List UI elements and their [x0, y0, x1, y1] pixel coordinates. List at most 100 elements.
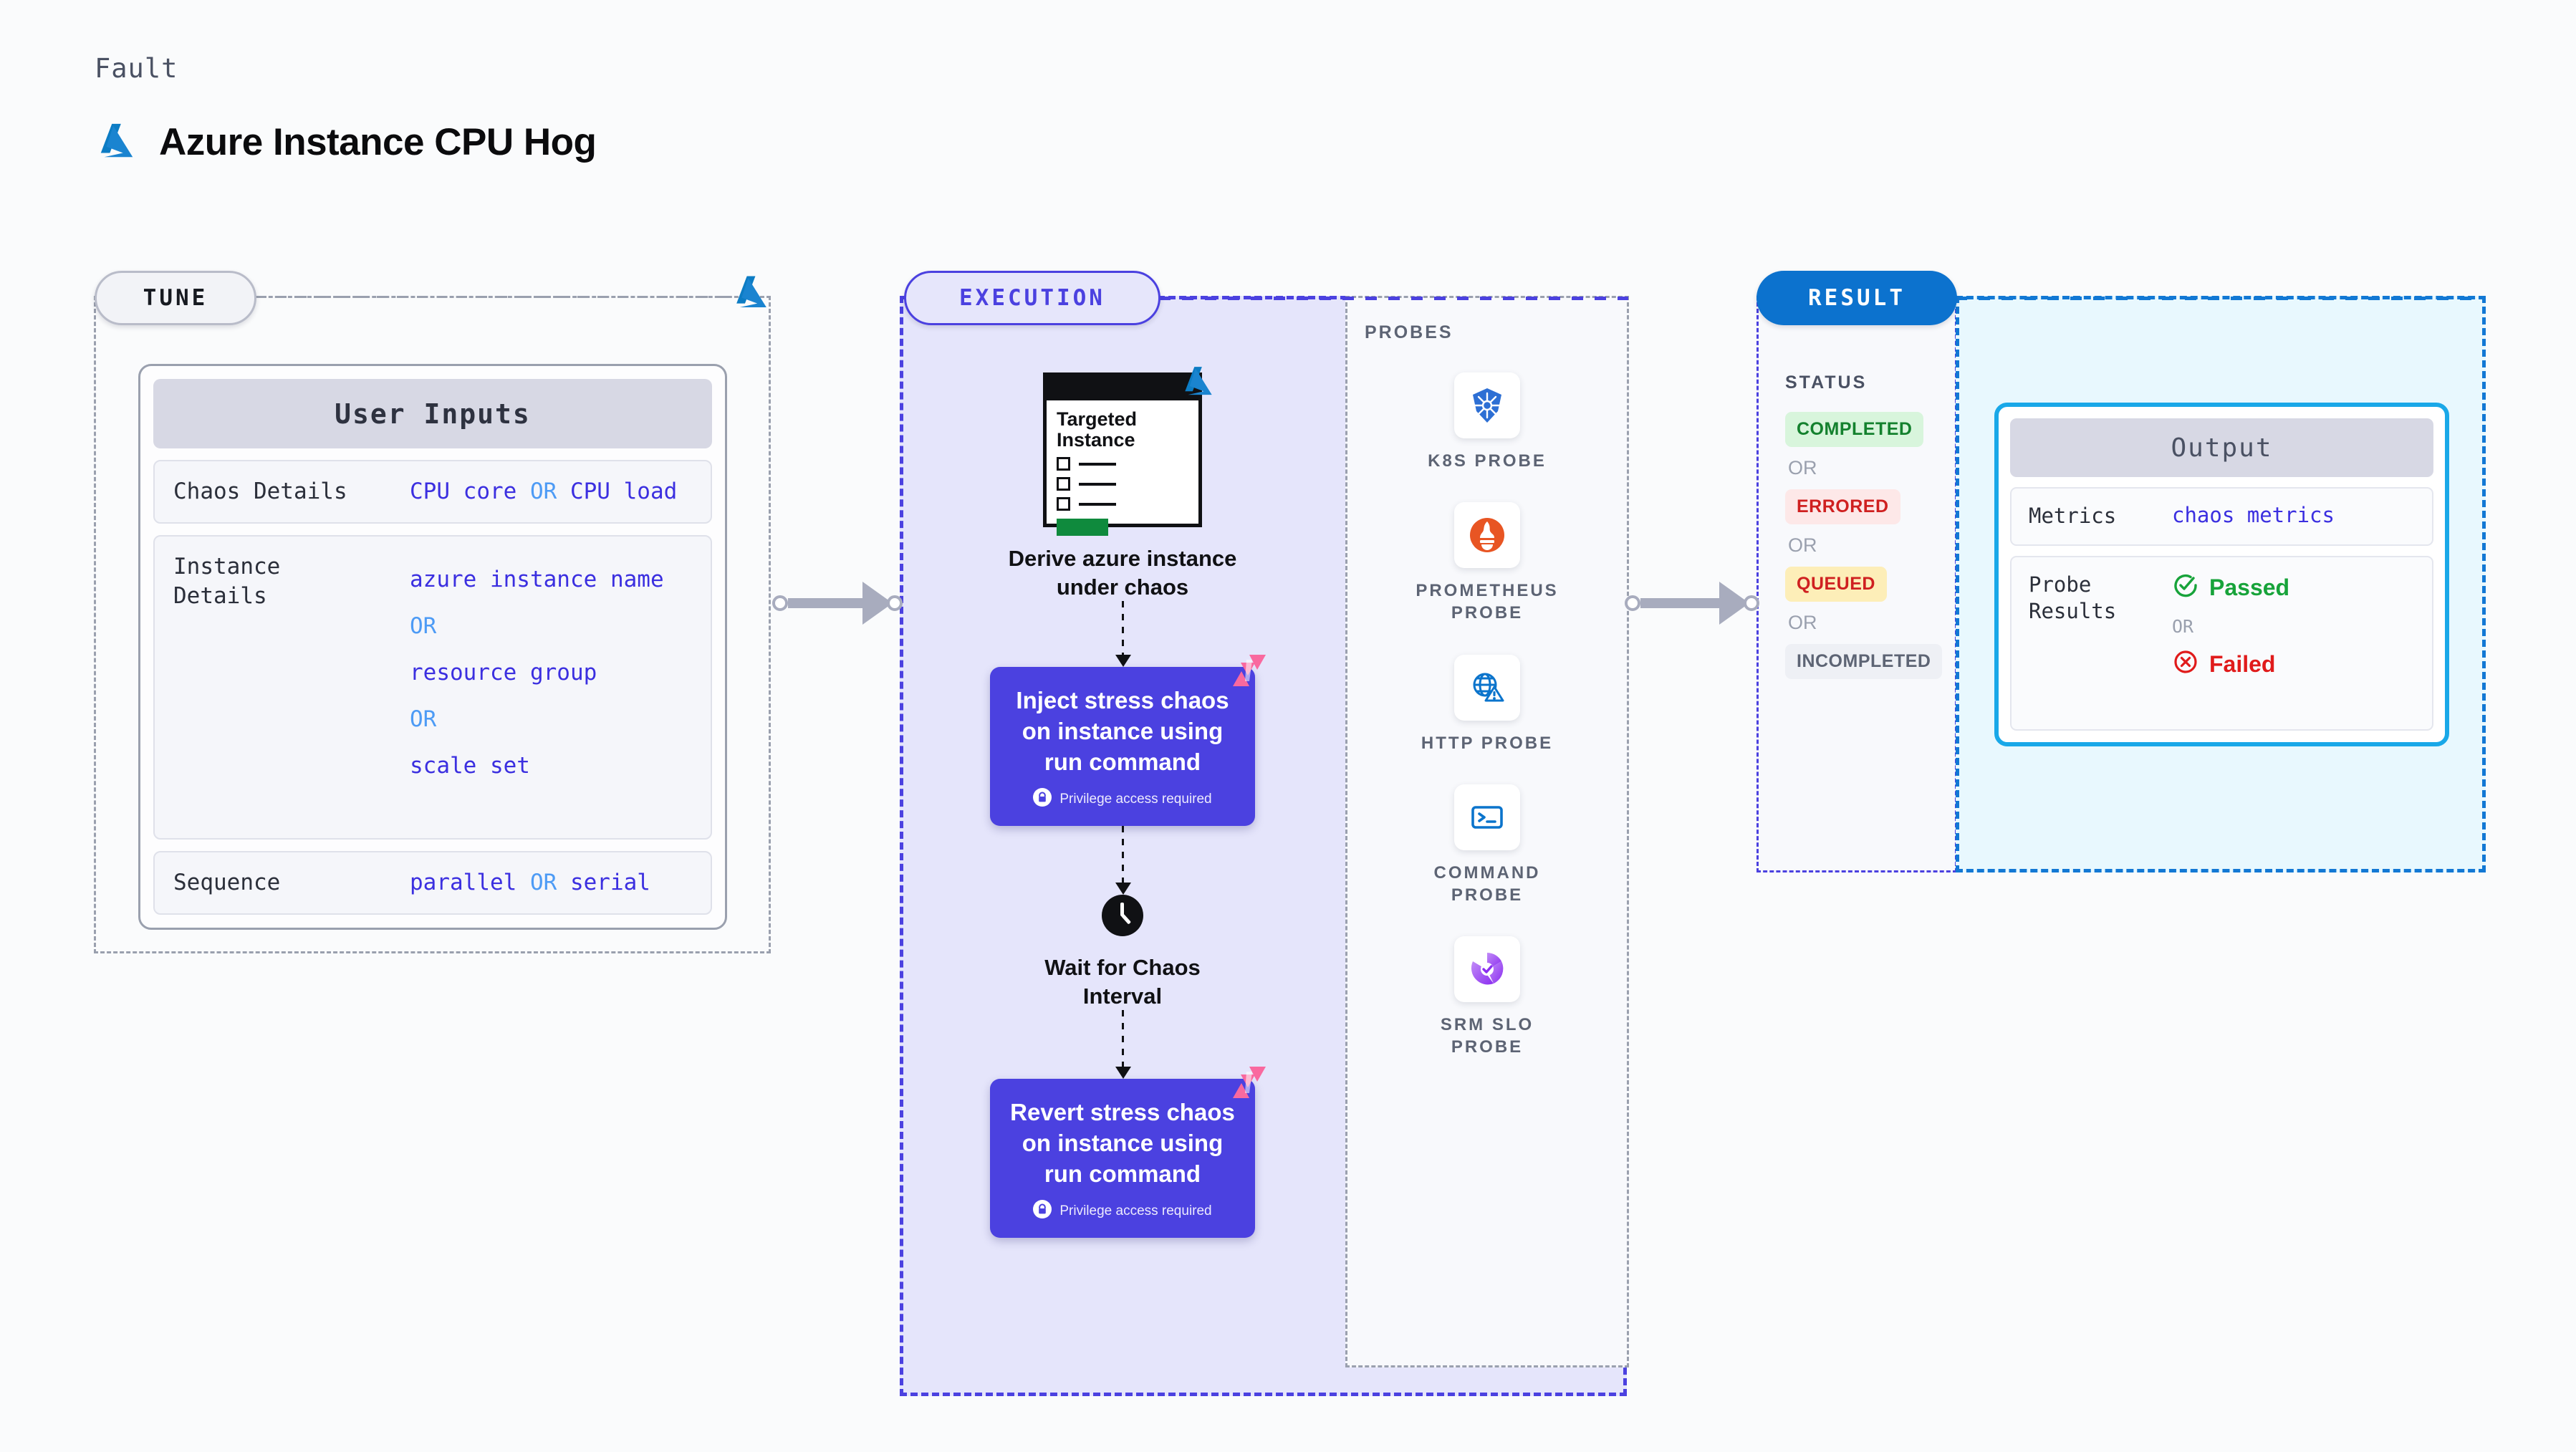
- probe-item-http[interactable]: HTTP PROBE: [1421, 654, 1554, 754]
- azure-logo-icon: [1180, 365, 1217, 404]
- azure-logo-icon: [95, 122, 139, 163]
- probe-result-or: OR: [2172, 615, 2194, 637]
- probe-result-values: Passed OR Failed: [2172, 572, 2289, 681]
- probe-label: K8S PROBE: [1428, 451, 1547, 471]
- targeted-instance-title: Targeted Instance: [1057, 408, 1138, 451]
- output-key: Probe Results: [2029, 572, 2117, 624]
- derive-instance-caption: Derive azure instance under chaos: [1008, 546, 1237, 600]
- execution-top-dash: [1159, 297, 1628, 300]
- litmus-logo-icon: [1231, 653, 1268, 692]
- inject-stress-chaos-step[interactable]: Inject stress chaos on instance using ru…: [990, 655, 1266, 827]
- failed-label: Failed: [2209, 651, 2276, 678]
- litmus-logo-icon: [1231, 1064, 1268, 1104]
- targeted-instance-card: Targeted Instance: [1043, 367, 1212, 537]
- kubernetes-icon: [1453, 372, 1520, 438]
- revert-stress-chaos-step[interactable]: Revert stress chaos on instance using ru…: [990, 1067, 1266, 1239]
- prometheus-icon: [1454, 502, 1520, 569]
- checklist-row: [1057, 477, 1188, 491]
- connector-end-dot: [1744, 595, 1759, 611]
- instance-value-1: resource group: [410, 659, 597, 686]
- checkbox-icon: [1057, 457, 1070, 471]
- fault-kind-label: Fault: [95, 53, 178, 84]
- page-title: Azure Instance CPU Hog: [95, 120, 597, 164]
- lock-icon: [1033, 788, 1052, 810]
- input-row-chaos-details[interactable]: Chaos Details CPU core OR CPU load: [153, 460, 712, 524]
- probe-item-command[interactable]: COMMAND PROBE: [1405, 784, 1570, 906]
- input-value: CPU core OR CPU load: [410, 479, 678, 504]
- connector-tune-to-execution: [772, 582, 903, 625]
- card-title-bar: [1047, 376, 1198, 400]
- or-separator: OR: [410, 612, 437, 639]
- result-top-dash: [1956, 297, 2486, 300]
- input-value: parallel OR serial: [410, 870, 650, 896]
- status-title: STATUS: [1785, 372, 1868, 393]
- output-card: Output Metrics chaos metrics Probe Resul…: [1994, 403, 2449, 746]
- probes-list: K8S PROBE PROMETHEUS PROBE: [1345, 372, 1629, 1059]
- status-or: OR: [1788, 612, 1817, 633]
- privilege-text: Privilege access required: [1059, 1203, 1212, 1218]
- probe-label: PROMETHEUS PROBE: [1416, 581, 1559, 623]
- user-inputs-title: User Inputs: [153, 379, 712, 448]
- flow-arrow: [1115, 1010, 1131, 1080]
- output-row-probe-results[interactable]: Probe Results Passed OR: [2010, 555, 2433, 731]
- probe-item-prometheus[interactable]: PROMETHEUS PROBE: [1405, 502, 1570, 624]
- step-text: Inject stress chaos on instance using ru…: [1016, 687, 1229, 776]
- tune-badge[interactable]: TUNE: [95, 271, 256, 325]
- output-title: Output: [2010, 418, 2433, 477]
- privilege-text: Privilege access required: [1059, 791, 1212, 807]
- result-badge[interactable]: RESULT: [1756, 271, 1957, 325]
- execution-badge[interactable]: EXECUTION: [904, 271, 1160, 325]
- output-value: chaos metrics: [2172, 503, 2335, 527]
- progress-bar: [1057, 519, 1108, 537]
- connector-start-dot: [772, 595, 788, 611]
- flow-arrow: [1115, 826, 1131, 895]
- output-row-metrics[interactable]: Metrics chaos metrics: [2010, 487, 2433, 546]
- instance-value-0: azure instance name: [410, 566, 664, 592]
- probe-result-failed: Failed: [2172, 648, 2289, 681]
- status-or: OR: [1788, 457, 1817, 479]
- input-value: azure instance name OR resource group OR…: [410, 552, 664, 781]
- checkbox-icon: [1057, 477, 1070, 491]
- status-badge-incompleted: INCOMPLETED: [1785, 644, 1943, 679]
- status-badge-completed: COMPLETED: [1785, 412, 1924, 447]
- input-key: Instance Details: [173, 553, 281, 609]
- output-key: Metrics: [2029, 504, 2117, 528]
- azure-logo-icon: [731, 274, 772, 317]
- status-list: COMPLETED OR ERRORED OR QUEUED OR INCOMP…: [1785, 412, 1950, 679]
- probe-result-passed: Passed: [2172, 572, 2289, 605]
- or-separator: OR: [410, 706, 437, 732]
- probe-item-k8s[interactable]: K8S PROBE: [1428, 372, 1547, 472]
- input-row-instance-details[interactable]: Instance Details azure instance name OR …: [153, 534, 712, 840]
- status-badge-queued: QUEUED: [1785, 567, 1887, 602]
- execution-flow: Targeted Instance Derive azure instance …: [904, 330, 1341, 1239]
- tune-top-dash: [256, 296, 733, 298]
- checkbox-icon: [1057, 497, 1070, 511]
- connector-execution-to-result: [1625, 582, 1759, 625]
- lock-icon: [1033, 1200, 1052, 1222]
- passed-label: Passed: [2209, 574, 2290, 601]
- instance-value-2: scale set: [410, 752, 530, 779]
- input-key: Sequence: [173, 870, 281, 896]
- probe-label: COMMAND PROBE: [1433, 862, 1541, 905]
- x-circle-icon: [2172, 648, 2199, 681]
- user-inputs-card: User Inputs Chaos Details CPU core OR CP…: [138, 364, 727, 930]
- probes-title: PROBES: [1365, 322, 1453, 342]
- flow-arrow: [1115, 601, 1131, 668]
- privilege-note: Privilege access required: [1006, 1200, 1239, 1222]
- page-title-text: Azure Instance CPU Hog: [159, 121, 597, 163]
- terminal-icon: [1454, 784, 1520, 850]
- privilege-note: Privilege access required: [1006, 788, 1239, 810]
- wait-interval-caption: Wait for Chaos Interval: [1044, 955, 1201, 1009]
- srm-slo-icon: [1454, 936, 1520, 1003]
- checklist-row: [1057, 457, 1188, 471]
- probe-item-srm-slo[interactable]: SRM SLO PROBE: [1405, 936, 1570, 1058]
- status-badge-errored: ERRORED: [1785, 489, 1900, 524]
- connector-end-dot: [887, 595, 903, 611]
- status-or: OR: [1788, 534, 1817, 556]
- probe-label: HTTP PROBE: [1421, 733, 1554, 753]
- checklist-row: [1057, 497, 1188, 511]
- input-key: Chaos Details: [173, 479, 347, 504]
- input-row-sequence[interactable]: Sequence parallel OR serial: [153, 851, 712, 915]
- clock-icon: [1102, 895, 1143, 937]
